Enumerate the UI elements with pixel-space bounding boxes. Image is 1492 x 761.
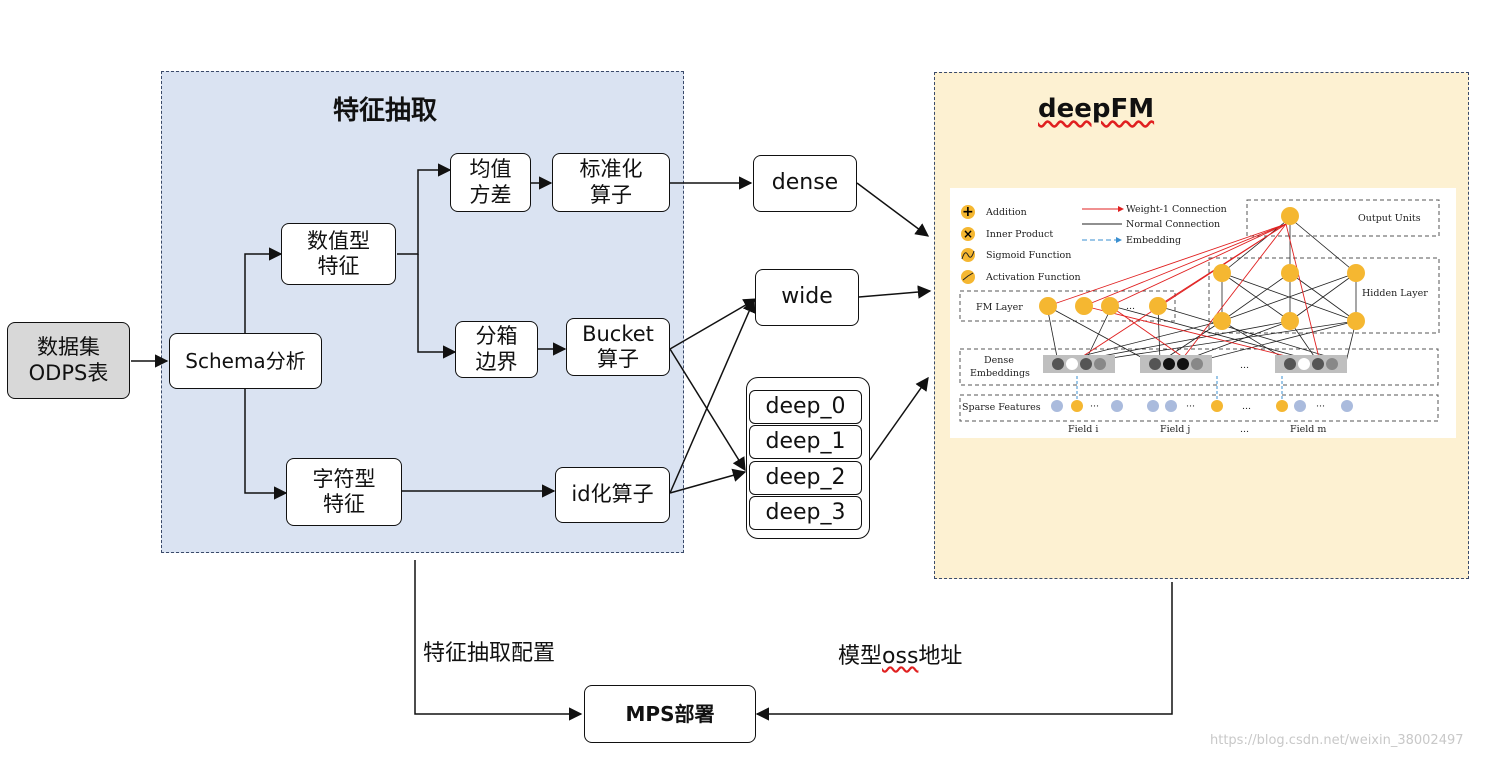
legend-embedding: Embedding: [1126, 235, 1181, 246]
svg-text:···: ···: [1090, 401, 1099, 412]
layer-fm: FM Layer: [976, 302, 1023, 313]
deep-0-node: deep_0: [749, 390, 862, 424]
legend-inner-product: Inner Product: [986, 229, 1053, 240]
legend-addition: Addition: [985, 207, 1027, 218]
numeric-feature-node: 数值型 特征: [281, 223, 396, 285]
bin-boundary-node: 分箱 边界: [455, 321, 538, 378]
svg-text:Embeddings: Embeddings: [970, 368, 1030, 379]
svg-text:···: ···: [1186, 401, 1195, 412]
dataset-odps-node: 数据集 ODPS表: [7, 322, 130, 399]
field-m: Field m: [1290, 424, 1326, 435]
feature-extraction-title: 特征抽取: [333, 96, 438, 126]
deep-3-node: deep_3: [749, 496, 862, 530]
mean-variance-node: 均值 方差: [450, 153, 531, 212]
feature-config-label: 特征抽取配置: [423, 641, 556, 666]
wide-node: wide: [755, 269, 859, 326]
layer-sparse: Sparse Features: [962, 402, 1041, 413]
standardize-operator-node: 标准化 算子: [552, 153, 670, 212]
dense-node: dense: [753, 155, 857, 212]
field-i: Field i: [1068, 424, 1098, 435]
field-j: Field j: [1160, 424, 1190, 435]
svg-text:...: ...: [1240, 360, 1249, 371]
legend: + × Addition Inner Product Sigmoid Funct…: [961, 204, 1227, 284]
svg-text:+: +: [962, 204, 974, 220]
layer-hidden: Hidden Layer: [1362, 288, 1428, 299]
string-feature-node: 字符型 特征: [286, 458, 402, 526]
svg-text:···: ···: [1316, 401, 1325, 412]
bucket-operator-node: Bucket 算子: [566, 318, 670, 376]
legend-activation: Activation Function: [985, 272, 1081, 283]
layer-dense-embeddings: Dense: [984, 355, 1014, 366]
id-operator-node: id化算子: [555, 467, 670, 523]
svg-text:...: ...: [1126, 301, 1135, 312]
legend-sigmoid: Sigmoid Function: [986, 250, 1071, 261]
svg-text:...: ...: [1242, 401, 1251, 412]
layer-output: Output Units: [1358, 213, 1421, 224]
deepfm-architecture-figure: + × Addition Inner Product Sigmoid Funct…: [950, 188, 1456, 438]
legend-normal: Normal Connection: [1126, 219, 1220, 230]
mps-deploy-node: MPS部署: [584, 685, 756, 743]
deep-2-node: deep_2: [749, 461, 862, 495]
model-oss-label: 模型oss地址: [838, 644, 963, 669]
schema-analysis-node: Schema分析: [169, 333, 322, 389]
legend-weight1: Weight-1 Connection: [1126, 204, 1227, 215]
svg-text:×: ×: [963, 227, 973, 241]
network-nodes: ... ... ··· ···... ···: [1039, 207, 1365, 412]
deepfm-title: deepFM: [1038, 94, 1155, 124]
field-ellipsis: ...: [1240, 424, 1249, 435]
watermark: https://blog.csdn.net/weixin_38002497: [1210, 733, 1464, 748]
deep-1-node: deep_1: [749, 425, 862, 459]
